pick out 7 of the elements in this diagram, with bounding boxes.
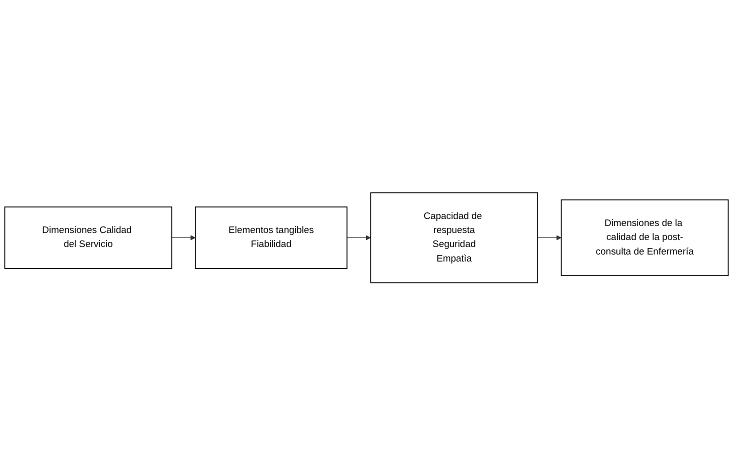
node-box: Capacidad de respuesta Seguridad Empatìa <box>370 192 538 284</box>
node-box: Elementos tangibles Fiabilidad <box>194 206 348 270</box>
arrow <box>346 235 371 241</box>
arrow <box>537 235 562 241</box>
arrow <box>171 235 196 241</box>
node-box: Dimensiones de la calidad de la post-consulta de Enfermería <box>560 200 729 276</box>
node-box: Dimensiones Calidad del Servicio <box>4 206 172 270</box>
